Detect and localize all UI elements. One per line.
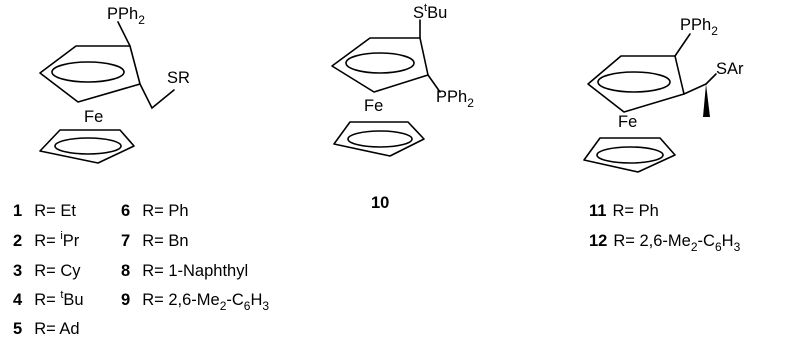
ch-s-bond: [705, 73, 717, 85]
methyl-wedge-bond: [703, 84, 710, 117]
lower-cp-ring: [583, 137, 676, 173]
upper-cp-ring: [331, 37, 429, 93]
upper-cp-aromatic-circle: [345, 52, 415, 74]
pph2-label: PPh2: [107, 5, 145, 27]
lower-cp-ring: [333, 121, 425, 157]
lower-cp-aromatic-circle: [596, 146, 664, 164]
cp-p-bond: [674, 33, 691, 57]
ferrocene-structure-10: StBu PPh2 Fe: [331, 2, 474, 157]
upper-cp-aromatic-circle: [597, 71, 671, 93]
cp-p-bond: [117, 21, 131, 47]
pph2-label: PPh2: [680, 16, 718, 38]
lower-cp-aromatic-circle: [347, 130, 413, 148]
lower-cp-aromatic-circle: [54, 137, 122, 155]
fe-label: Fe: [618, 113, 637, 131]
sr-label: SR: [167, 69, 190, 87]
upper-cp-ring: [587, 55, 685, 113]
pph2-label: PPh2: [436, 88, 474, 110]
ch2-s-bonds: [139, 83, 175, 110]
cp-p-bond: [427, 74, 441, 93]
upper-cp-ring: [39, 45, 141, 103]
fe-label: Fe: [364, 97, 383, 115]
compound-number-10: 10: [371, 194, 389, 212]
upper-cp-aromatic-circle: [51, 61, 125, 83]
lower-cp-ring: [39, 129, 135, 164]
ferrocene-structure-1-9: PPh2 SR Fe: [39, 5, 190, 164]
ferrocene-structure-11-12: PPh2 SAr Fe: [583, 16, 744, 173]
sar-label: SAr: [716, 60, 744, 78]
cp-ch-bond: [683, 83, 707, 95]
stbu-label: StBu: [413, 2, 447, 22]
fe-label: Fe: [84, 108, 103, 126]
